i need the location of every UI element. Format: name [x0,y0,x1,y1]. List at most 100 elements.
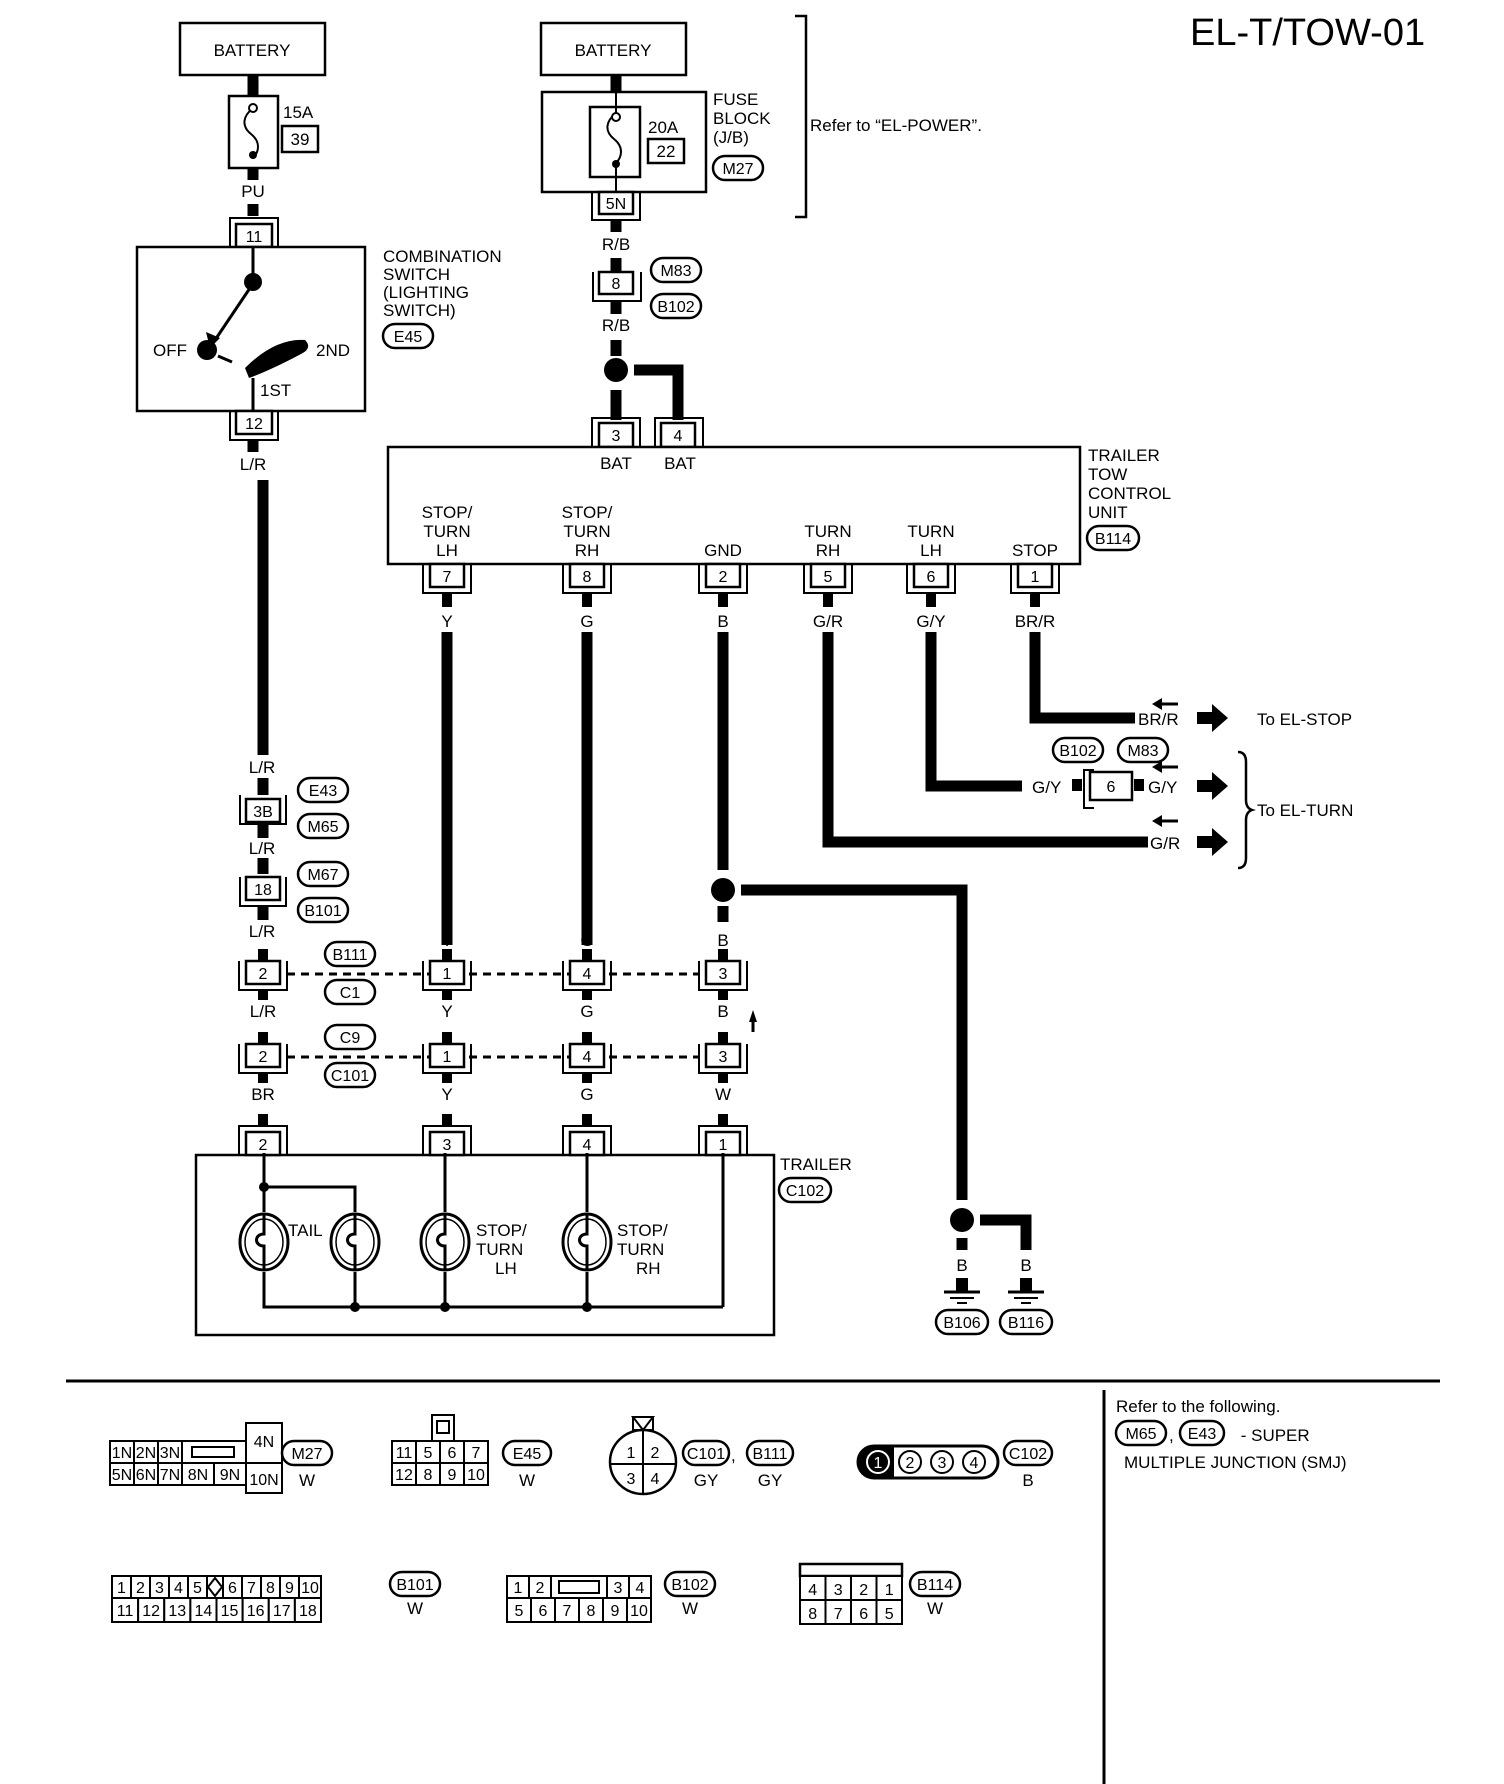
svg-text:4: 4 [174,1580,183,1597]
svg-text:1: 1 [443,966,452,983]
svg-text:8: 8 [266,1580,275,1597]
svg-text:1: 1 [627,1445,636,1462]
svg-text:C102: C102 [1009,1446,1047,1463]
tow-unit-label: TRAILER [1088,446,1160,465]
connector-b111: B111 [333,947,368,964]
wire-color-label: G [580,1085,593,1104]
connector-m83-junction: M83 [1127,743,1158,760]
right-battery: BATTERY [539,21,688,77]
svg-text:E45: E45 [513,1446,542,1463]
svg-text:8: 8 [424,1467,433,1484]
combination-switch-label: COMBINATION SWITCH (LIGHTING SWITCH) E45 [381,247,502,350]
svg-text:3N: 3N [160,1445,180,1462]
svg-text:5: 5 [885,1606,894,1623]
svg-text:W: W [519,1471,535,1490]
svg-text:8: 8 [612,276,621,293]
svg-text:10: 10 [630,1603,648,1620]
svg-text:B116: B116 [1008,1315,1044,1332]
svg-text:3: 3 [614,1580,623,1597]
fuse-block-label: FUSE [713,90,758,109]
svg-text:,: , [731,1446,736,1465]
terminal-name: TURN [804,522,851,541]
svg-text:7N: 7N [160,1467,180,1484]
svg-text:12: 12 [245,416,263,433]
connector-m83: M83 [660,263,691,280]
svg-text:5: 5 [824,569,833,586]
wire-color-label: B [717,931,728,950]
bat-label-4: BAT [664,454,696,473]
row2-terminal-2: 2BR [238,1032,288,1104]
to-el-stop: To EL-STOP [1257,710,1352,729]
row2-terminal-3: 3W [698,1032,748,1104]
trailer-terminal-2: 2 [238,1114,288,1157]
left-battery: BATTERY [178,21,327,77]
connector-e45: E45 [394,329,423,346]
connector-c1: C1 [340,985,361,1002]
svg-text:10: 10 [467,1467,485,1484]
lamp-label-rh-3: RH [636,1259,661,1278]
svg-text:2N: 2N [136,1445,156,1462]
svg-text:9: 9 [448,1467,457,1484]
terminal-name: TURN [563,522,610,541]
svg-text:3B: 3B [253,804,273,821]
svg-text:3: 3 [719,1049,728,1066]
svg-text:1: 1 [885,1582,894,1599]
svg-text:4: 4 [970,1455,979,1472]
row1-terminal-4: 4GG [562,931,612,1021]
svg-text:3: 3 [627,1471,636,1488]
joint-terminal-8: 8 [592,270,642,302]
svg-text:4: 4 [583,1137,592,1154]
left-fuse: 15A 39 [227,94,320,170]
svg-text:2: 2 [859,1582,868,1599]
svg-text:18: 18 [299,1603,317,1620]
svg-text:9: 9 [611,1603,620,1620]
svg-text:3: 3 [834,1582,843,1599]
right-fuse-amp: 20A [648,118,679,137]
svg-text:GY: GY [758,1471,783,1490]
terminal-name: GND [704,541,742,560]
svg-text:3: 3 [938,1455,947,1472]
svg-text:1: 1 [514,1580,523,1597]
output-turn-rh: G/R [1150,815,1228,856]
svg-text:6: 6 [448,1445,457,1462]
connector-b114: B114 [1095,531,1131,548]
svg-text:TOW: TOW [1088,465,1127,484]
trailer-label: TRAILER [780,1155,852,1174]
svg-text:7: 7 [563,1603,572,1620]
svg-text:1: 1 [1031,569,1040,586]
svg-text:8N: 8N [188,1467,208,1484]
bat-label-3: BAT [600,454,632,473]
tow-control-unit [386,445,1082,566]
lamp-label-lh-3: LH [495,1259,517,1278]
wire-color-label: B [717,1002,728,1021]
svg-text:7: 7 [834,1606,843,1623]
turn-brace [1237,750,1256,870]
svg-text:2: 2 [536,1580,545,1597]
connector-b101: B101 [304,903,341,920]
svg-text:B111: B111 [753,1446,788,1463]
svg-text:G/Y: G/Y [1032,778,1061,797]
lamp-label-rh-2: TURN [617,1240,664,1259]
svg-text:16: 16 [247,1603,265,1620]
left-battery-label: BATTERY [214,41,291,60]
lamp-bulb-icon [561,1212,613,1272]
terminal-box: 7 [422,562,472,594]
svg-text:(J/B): (J/B) [713,128,749,147]
svg-text:W: W [407,1599,423,1618]
svg-text:17: 17 [273,1603,291,1620]
svg-text:1: 1 [874,1455,883,1472]
tow-unit-bat-terminal-4: 4 [654,417,704,449]
trailer-lamps [238,1212,613,1272]
switch-pos-2nd: 2ND [316,341,350,360]
to-el-turn: To EL-TURN [1257,801,1353,820]
svg-text:6: 6 [927,569,936,586]
terminal-name: STOP/ [422,503,473,522]
right-fuse-number: 22 [657,142,676,161]
